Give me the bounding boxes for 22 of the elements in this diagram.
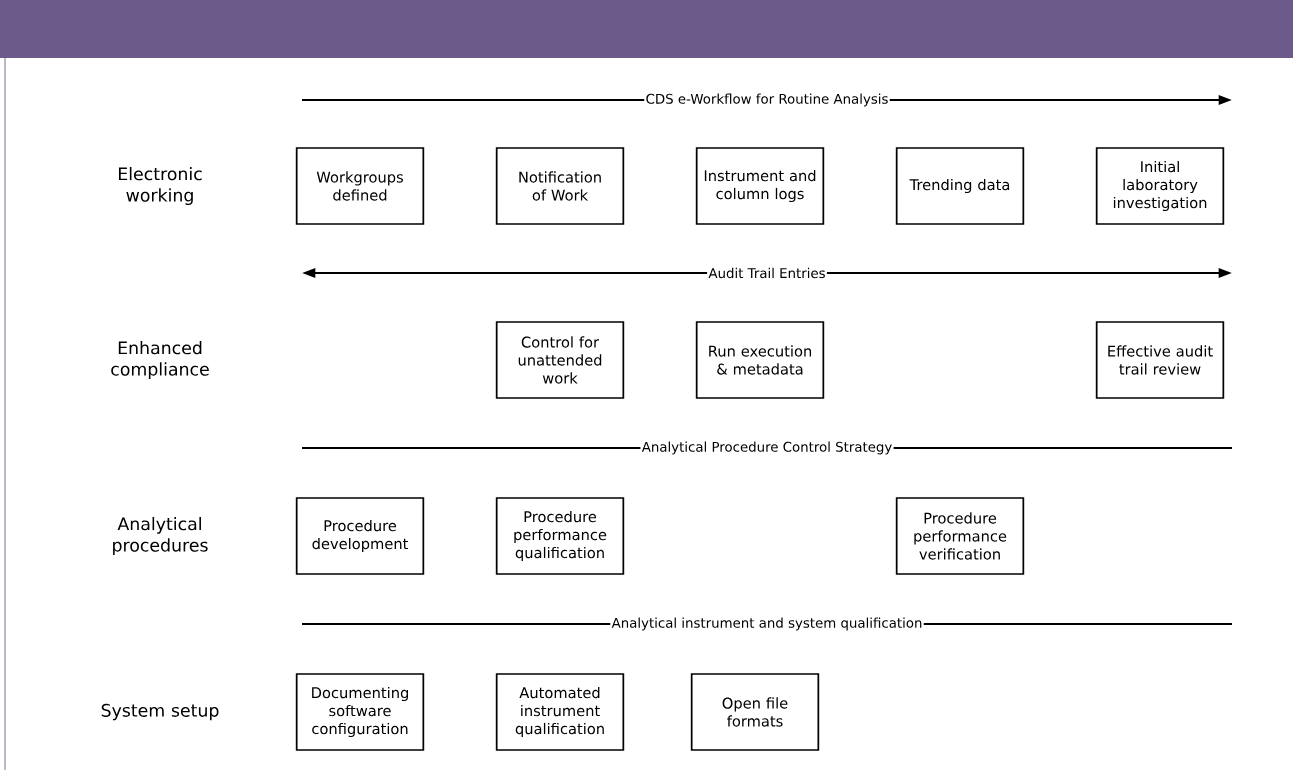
process-box: Initial laboratory investigation xyxy=(1095,147,1225,225)
process-box: Documenting software configuration xyxy=(295,673,425,751)
process-box: Run execution & metadata xyxy=(695,321,825,399)
row-heading: Enhanced compliance xyxy=(111,340,209,380)
row-heading: System setup xyxy=(101,703,219,721)
band-label: Analytical Procedure Control Strategy xyxy=(640,440,894,456)
process-box: Instrument and column logs xyxy=(695,147,825,225)
row-heading: Analytical procedures xyxy=(113,516,208,556)
process-box: Notification of Work xyxy=(495,147,625,225)
process-box: Control for unattended work xyxy=(495,321,625,399)
process-box: Automated instrument qualification xyxy=(495,673,625,751)
band-label: Analytical instrument and system qualification xyxy=(610,616,924,632)
band-label: CDS e-Workflow for Routine Analysis xyxy=(644,92,890,108)
process-box: Open file formats xyxy=(690,673,820,751)
process-box: Effective audit trail review xyxy=(1095,321,1225,399)
process-box: Trending data xyxy=(895,147,1025,225)
process-box: Procedure development xyxy=(295,497,425,575)
row-heading: Electronic working xyxy=(119,166,202,206)
band-label: Audit Trail Entries xyxy=(707,266,827,280)
process-box: Procedure performance qualification xyxy=(495,497,625,575)
process-box: Procedure performance verification xyxy=(895,497,1025,575)
process-box: Workgroups defined xyxy=(295,147,425,225)
